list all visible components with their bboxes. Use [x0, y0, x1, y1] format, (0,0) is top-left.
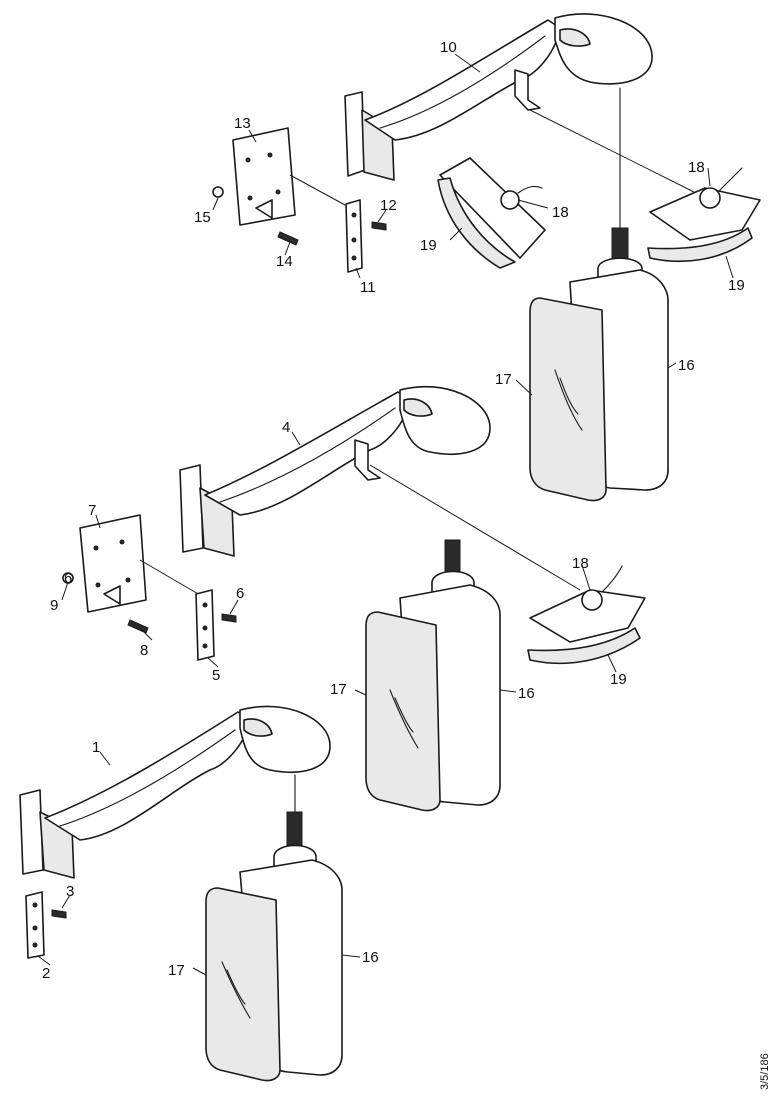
document-number: 3/5/186: [759, 1053, 771, 1090]
callout-6-left: 6: [64, 570, 72, 587]
lamp-assembly-top-centre: [437, 157, 546, 269]
callout-18-middle: 18: [572, 555, 589, 572]
mirror-assembly-bottom: [205, 774, 343, 1082]
lamp-assembly-top-right: [529, 109, 761, 263]
leader-lines: [37, 53, 734, 976]
callout-9: 9: [50, 597, 58, 614]
callout-16-top: 16: [678, 357, 695, 374]
mirror-assembly-middle: [365, 539, 501, 812]
callout-18-top-right: 18: [688, 159, 705, 176]
callout-labels: 10 13 18 12 15 18 19 14 19 11 17 16 4 7 …: [42, 39, 771, 1090]
callout-13: 13: [234, 115, 251, 132]
callout-17-top: 17: [495, 371, 512, 388]
callout-11: 11: [360, 279, 376, 296]
callout-3: 3: [66, 883, 74, 900]
callout-12: 12: [380, 197, 397, 214]
mirror-assembly-top: [529, 87, 669, 502]
callout-5: 5: [212, 667, 220, 684]
callout-14: 14: [276, 253, 293, 270]
callout-19-top-right: 19: [728, 277, 745, 294]
callout-16-bottom: 16: [362, 949, 379, 966]
callout-7: 7: [88, 502, 96, 519]
callout-6-right: 6: [236, 585, 244, 602]
callout-2: 2: [42, 965, 50, 982]
arm-assembly-middle: [179, 385, 491, 557]
callout-16-middle: 16: [518, 685, 535, 702]
callout-15: 15: [194, 209, 211, 226]
bracket-bottom: [25, 891, 67, 959]
mounting-plate-top: [212, 127, 387, 273]
callout-8: 8: [140, 642, 148, 659]
callout-1: 1: [92, 739, 100, 756]
arm-assembly-top: [344, 13, 653, 181]
callout-4: 4: [282, 419, 290, 436]
callout-18-top-centre: 18: [552, 204, 569, 221]
callout-17-bottom: 17: [168, 962, 185, 979]
callout-19-middle: 19: [610, 671, 627, 688]
callout-17-middle: 17: [330, 681, 347, 698]
callout-10: 10: [440, 39, 457, 56]
arm-assembly-bottom: [19, 705, 331, 879]
callout-19-top-centre: 19: [420, 237, 437, 254]
lamp-assembly-middle: [369, 464, 646, 665]
